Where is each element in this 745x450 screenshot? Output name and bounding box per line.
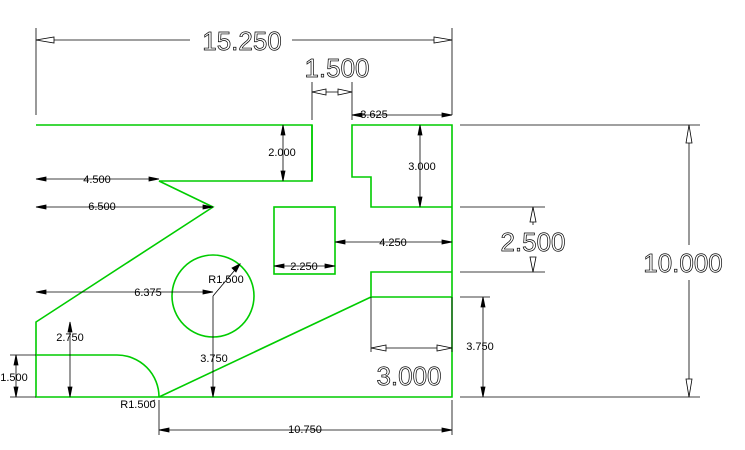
dim-slot-width: 1.500 [304,53,369,83]
part-outline [35,124,453,398]
dim-circle-y-offset: 3.750 [200,353,228,365]
dim-wedge-tip-offset: 6.500 [88,201,116,213]
dimension-labels: 15.250 1.500 3.625 2.000 3.000 4.500 6.5… [0,26,723,436]
dim-square-right-offset: 4.250 [379,237,407,249]
dim-upper-left-offset: 4.500 [83,174,111,186]
bottom-slope [158,296,372,398]
dim-lower-left-height: 2.750 [56,332,84,344]
dim-overall-width: 15.250 [202,26,282,56]
dim-square-size: 2.250 [290,261,318,273]
dim-overall-height: 10.000 [643,248,723,278]
dim-right-step-height: 3.000 [408,161,436,173]
dim-circle-radius: R1.500 [208,274,243,286]
dim-bottom-offset: 10.750 [288,424,322,436]
dim-bottom-right-height: 3.750 [466,341,494,353]
dimension-lines [10,28,700,435]
dim-quarter-round-height: 1.500 [0,372,28,384]
dim-right-slot-height: 2.500 [500,227,565,257]
dim-quarter-round-radius: R1.500 [120,399,155,411]
part-geometry [35,124,453,398]
dim-bottom-right-width: 3.000 [376,361,441,391]
dim-top-right-offset: 3.625 [360,109,388,121]
dim-circle-x-offset: 6.375 [134,287,162,299]
square-pocket [273,206,336,275]
quarter-round [36,354,160,398]
right-slot [370,271,452,298]
dim-notch-depth: 2.000 [268,147,296,159]
